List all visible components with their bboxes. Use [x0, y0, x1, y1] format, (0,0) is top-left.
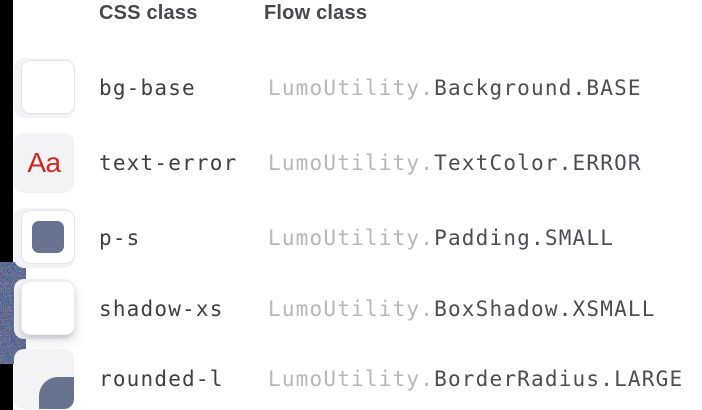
padding-sample-card — [21, 210, 75, 264]
flow-class-member: BoxShadow.XSMALL — [434, 297, 656, 321]
flow-class-name: LumoUtility.Background.BASE — [268, 58, 642, 118]
flow-class-prefix: LumoUtility. — [268, 151, 435, 175]
flow-class-prefix: LumoUtility. — [268, 76, 435, 100]
aa-glyph-sample: Aa — [27, 147, 61, 178]
css-class-name: text-error — [99, 151, 238, 175]
column-header-css-class: CSS class — [99, 2, 198, 24]
border-radius-large-swatch — [14, 349, 74, 409]
table-row-bg-base: bg-base LumoUtility.Background.BASE — [0, 58, 702, 118]
rounded-corner-sample — [39, 377, 74, 409]
table-row-shadow-xs: shadow-xs LumoUtility.BoxShadow.XSMALL — [0, 279, 702, 339]
text-error-sample: Aa — [14, 133, 74, 193]
shadow-sample-card — [21, 281, 75, 335]
padding-small-swatch — [14, 208, 75, 268]
flow-class-member: BorderRadius.LARGE — [434, 367, 684, 391]
flow-class-prefix: LumoUtility. — [268, 226, 435, 250]
flow-class-name: LumoUtility.BorderRadius.LARGE — [268, 349, 683, 409]
flow-class-name: LumoUtility.BoxShadow.XSMALL — [268, 279, 656, 339]
flow-class-name: LumoUtility.TextColor.ERROR — [268, 133, 642, 193]
css-class-name: rounded-l — [99, 367, 224, 391]
table-row-rounded-l: rounded-l LumoUtility.BorderRadius.LARGE — [0, 349, 702, 409]
table-row-p-s: p-s LumoUtility.Padding.SMALL — [0, 208, 702, 268]
column-header-flow-class: Flow class — [264, 2, 368, 24]
padding-sample-content-box — [32, 221, 64, 253]
flow-class-member: Padding.SMALL — [434, 226, 615, 250]
background-base-swatch — [14, 58, 75, 118]
flow-class-member: TextColor.ERROR — [434, 151, 642, 175]
flow-class-prefix: LumoUtility. — [268, 297, 435, 321]
css-class-name: bg-base — [99, 76, 196, 100]
flow-class-prefix: LumoUtility. — [268, 367, 435, 391]
flow-class-name: LumoUtility.Padding.SMALL — [268, 208, 614, 268]
flow-class-member: Background.BASE — [434, 76, 642, 100]
white-background-sample — [21, 60, 75, 114]
box-shadow-xsmall-swatch — [14, 279, 75, 339]
table-row-text-error: Aa text-error LumoUtility.TextColor.ERRO… — [0, 133, 702, 193]
css-class-name: shadow-xs — [99, 297, 224, 321]
css-class-name: p-s — [99, 226, 141, 250]
